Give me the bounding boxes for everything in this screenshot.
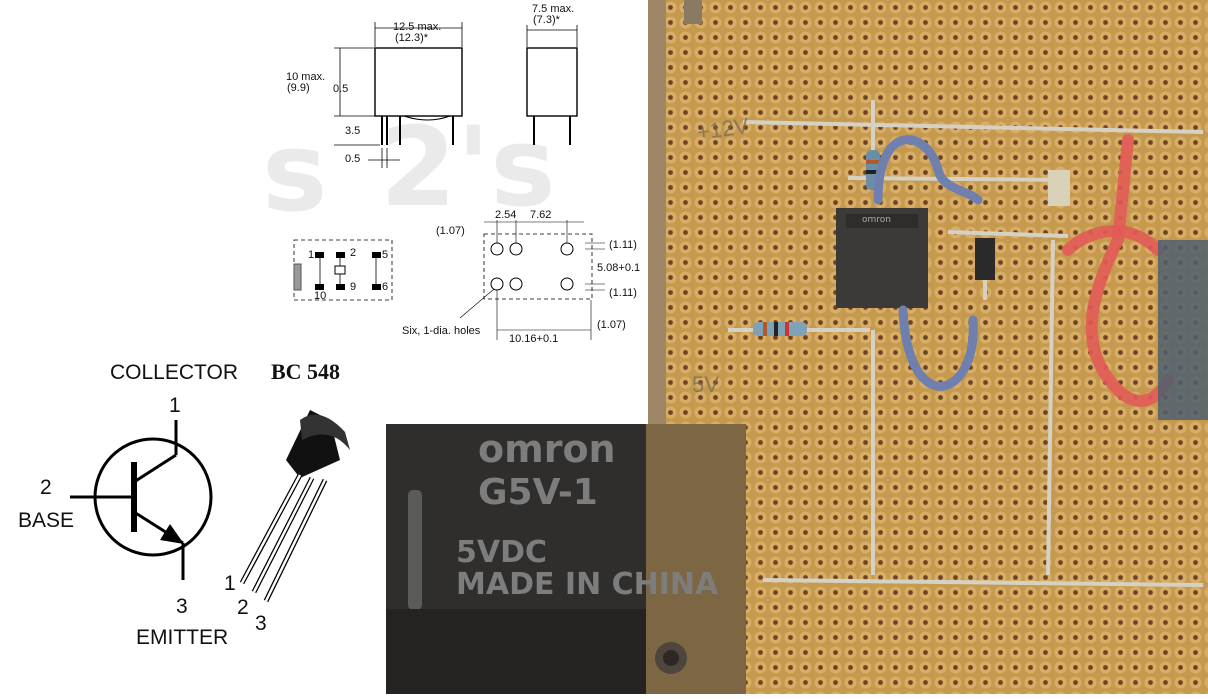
transistor-on-board bbox=[975, 238, 995, 280]
watermark: s 2's bbox=[262, 103, 556, 236]
perfboard-photo: +12V 5V omron bbox=[648, 0, 1208, 694]
relay-pin-length-dim: 3.5 bbox=[345, 125, 360, 137]
pcb-top-offset-dim: (1.11) bbox=[609, 239, 637, 251]
closeup-relay-brand: omron bbox=[478, 427, 616, 471]
pin-label-10: 10 bbox=[314, 290, 326, 302]
pcb-left-offset-dim: (1.07) bbox=[436, 225, 465, 237]
perfboard-illustration: +12V 5V omron bbox=[648, 0, 1208, 694]
pcb-bottom-offset-dim: (1.11) bbox=[609, 287, 637, 299]
relay-pin-diagram: 1 2 5 10 9 6 bbox=[293, 239, 393, 302]
standoff bbox=[684, 0, 702, 24]
pcb-holes-note: Six, 1-dia. holes bbox=[402, 325, 481, 337]
closeup-relay-voltage: 5VDC bbox=[456, 535, 547, 570]
datasheet-panel: s 2's 12.5 max. (12.3)* 10 max. (9.9) 0.… bbox=[18, 3, 641, 649]
base-label: BASE bbox=[18, 509, 74, 532]
relay-on-board: omron bbox=[836, 208, 928, 308]
lead-label-1: 1 bbox=[224, 572, 236, 595]
closeup-relay-origin: MADE IN CHINA bbox=[456, 567, 719, 602]
blue-wire-bottom bbox=[898, 305, 978, 391]
lead-label-3: 3 bbox=[255, 612, 267, 635]
red-wire bbox=[1085, 134, 1174, 407]
solder-traces bbox=[728, 100, 1204, 587]
pcb-pitch-2-dim: 7.62 bbox=[530, 209, 551, 221]
transistor-package: 1 2 3 bbox=[224, 410, 350, 635]
pcb-bottom-right-dim: (1.07) bbox=[597, 319, 626, 331]
relay-closeup-drawing: omron G5V-1 5VDC MADE IN CHINA bbox=[386, 424, 746, 694]
relay-depth-dim: 7.5 max. bbox=[532, 3, 574, 15]
relay-pin-width-dim: 0.5 bbox=[345, 153, 360, 165]
emitter-pin-number: 3 bbox=[176, 595, 188, 618]
blue-wire-top bbox=[873, 135, 983, 205]
red-wire-loop bbox=[1062, 225, 1164, 256]
relay-height-dim: 10 max. bbox=[286, 71, 325, 83]
relay-width-dim: 12.5 max. bbox=[393, 21, 441, 33]
relay-depth-alt-dim: (7.3)* bbox=[533, 14, 561, 26]
collector-label: COLLECTOR bbox=[110, 361, 238, 384]
relay-side-view: 7.5 max. (7.3)* bbox=[526, 3, 578, 145]
base-pin-number: 2 bbox=[40, 476, 52, 499]
pcb-row-spacing-dim: 5.08+0.1 bbox=[597, 262, 640, 274]
relay-width-alt-dim: (12.3)* bbox=[395, 32, 429, 44]
pin-label-1: 1 bbox=[308, 249, 314, 261]
pin-label-6: 6 bbox=[382, 281, 388, 293]
edge-module bbox=[1158, 240, 1208, 420]
datasheet-drawing: s 2's 12.5 max. (12.3)* 10 max. (9.9) 0.… bbox=[18, 3, 640, 649]
component-diode bbox=[1048, 170, 1070, 206]
relay-front-view: 12.5 max. (12.3)* 10 max. (9.9) 0.5 3.5 … bbox=[286, 21, 463, 168]
transistor-symbol: COLLECTOR BC 548 1 2 BASE 3 EMITTER bbox=[18, 359, 340, 649]
relay-closeup: omron G5V-1 5VDC MADE IN CHINA bbox=[386, 424, 746, 694]
svg-text:2's: 2's bbox=[380, 103, 556, 231]
pcb-pitch-1-dim: 2.54 bbox=[495, 209, 516, 221]
collector-pin-number: 1 bbox=[169, 394, 181, 417]
emitter-label: EMITTER bbox=[136, 626, 228, 649]
svg-text:s: s bbox=[262, 108, 327, 236]
board-relay-brand: omron bbox=[862, 215, 891, 225]
pcb-footprint: 2.54 7.62 (1.07) (1.11) 5.08+0.1 (1.11) … bbox=[402, 209, 640, 345]
pin-label-9: 9 bbox=[350, 281, 356, 293]
five-volt-label: 5V bbox=[692, 372, 719, 397]
resistor-left bbox=[753, 322, 807, 336]
closeup-relay-model: G5V-1 bbox=[478, 472, 598, 513]
pin-label-5: 5 bbox=[382, 249, 388, 261]
transistor-part-number: BC 548 bbox=[271, 359, 340, 384]
pin-label-2: 2 bbox=[350, 247, 356, 259]
lead-label-2: 2 bbox=[237, 596, 249, 619]
pcb-width-dim: 10.16+0.1 bbox=[509, 333, 558, 345]
relay-standoff-dim: 0.5 bbox=[333, 83, 348, 95]
relay-height-alt-dim: (9.9) bbox=[287, 82, 310, 94]
